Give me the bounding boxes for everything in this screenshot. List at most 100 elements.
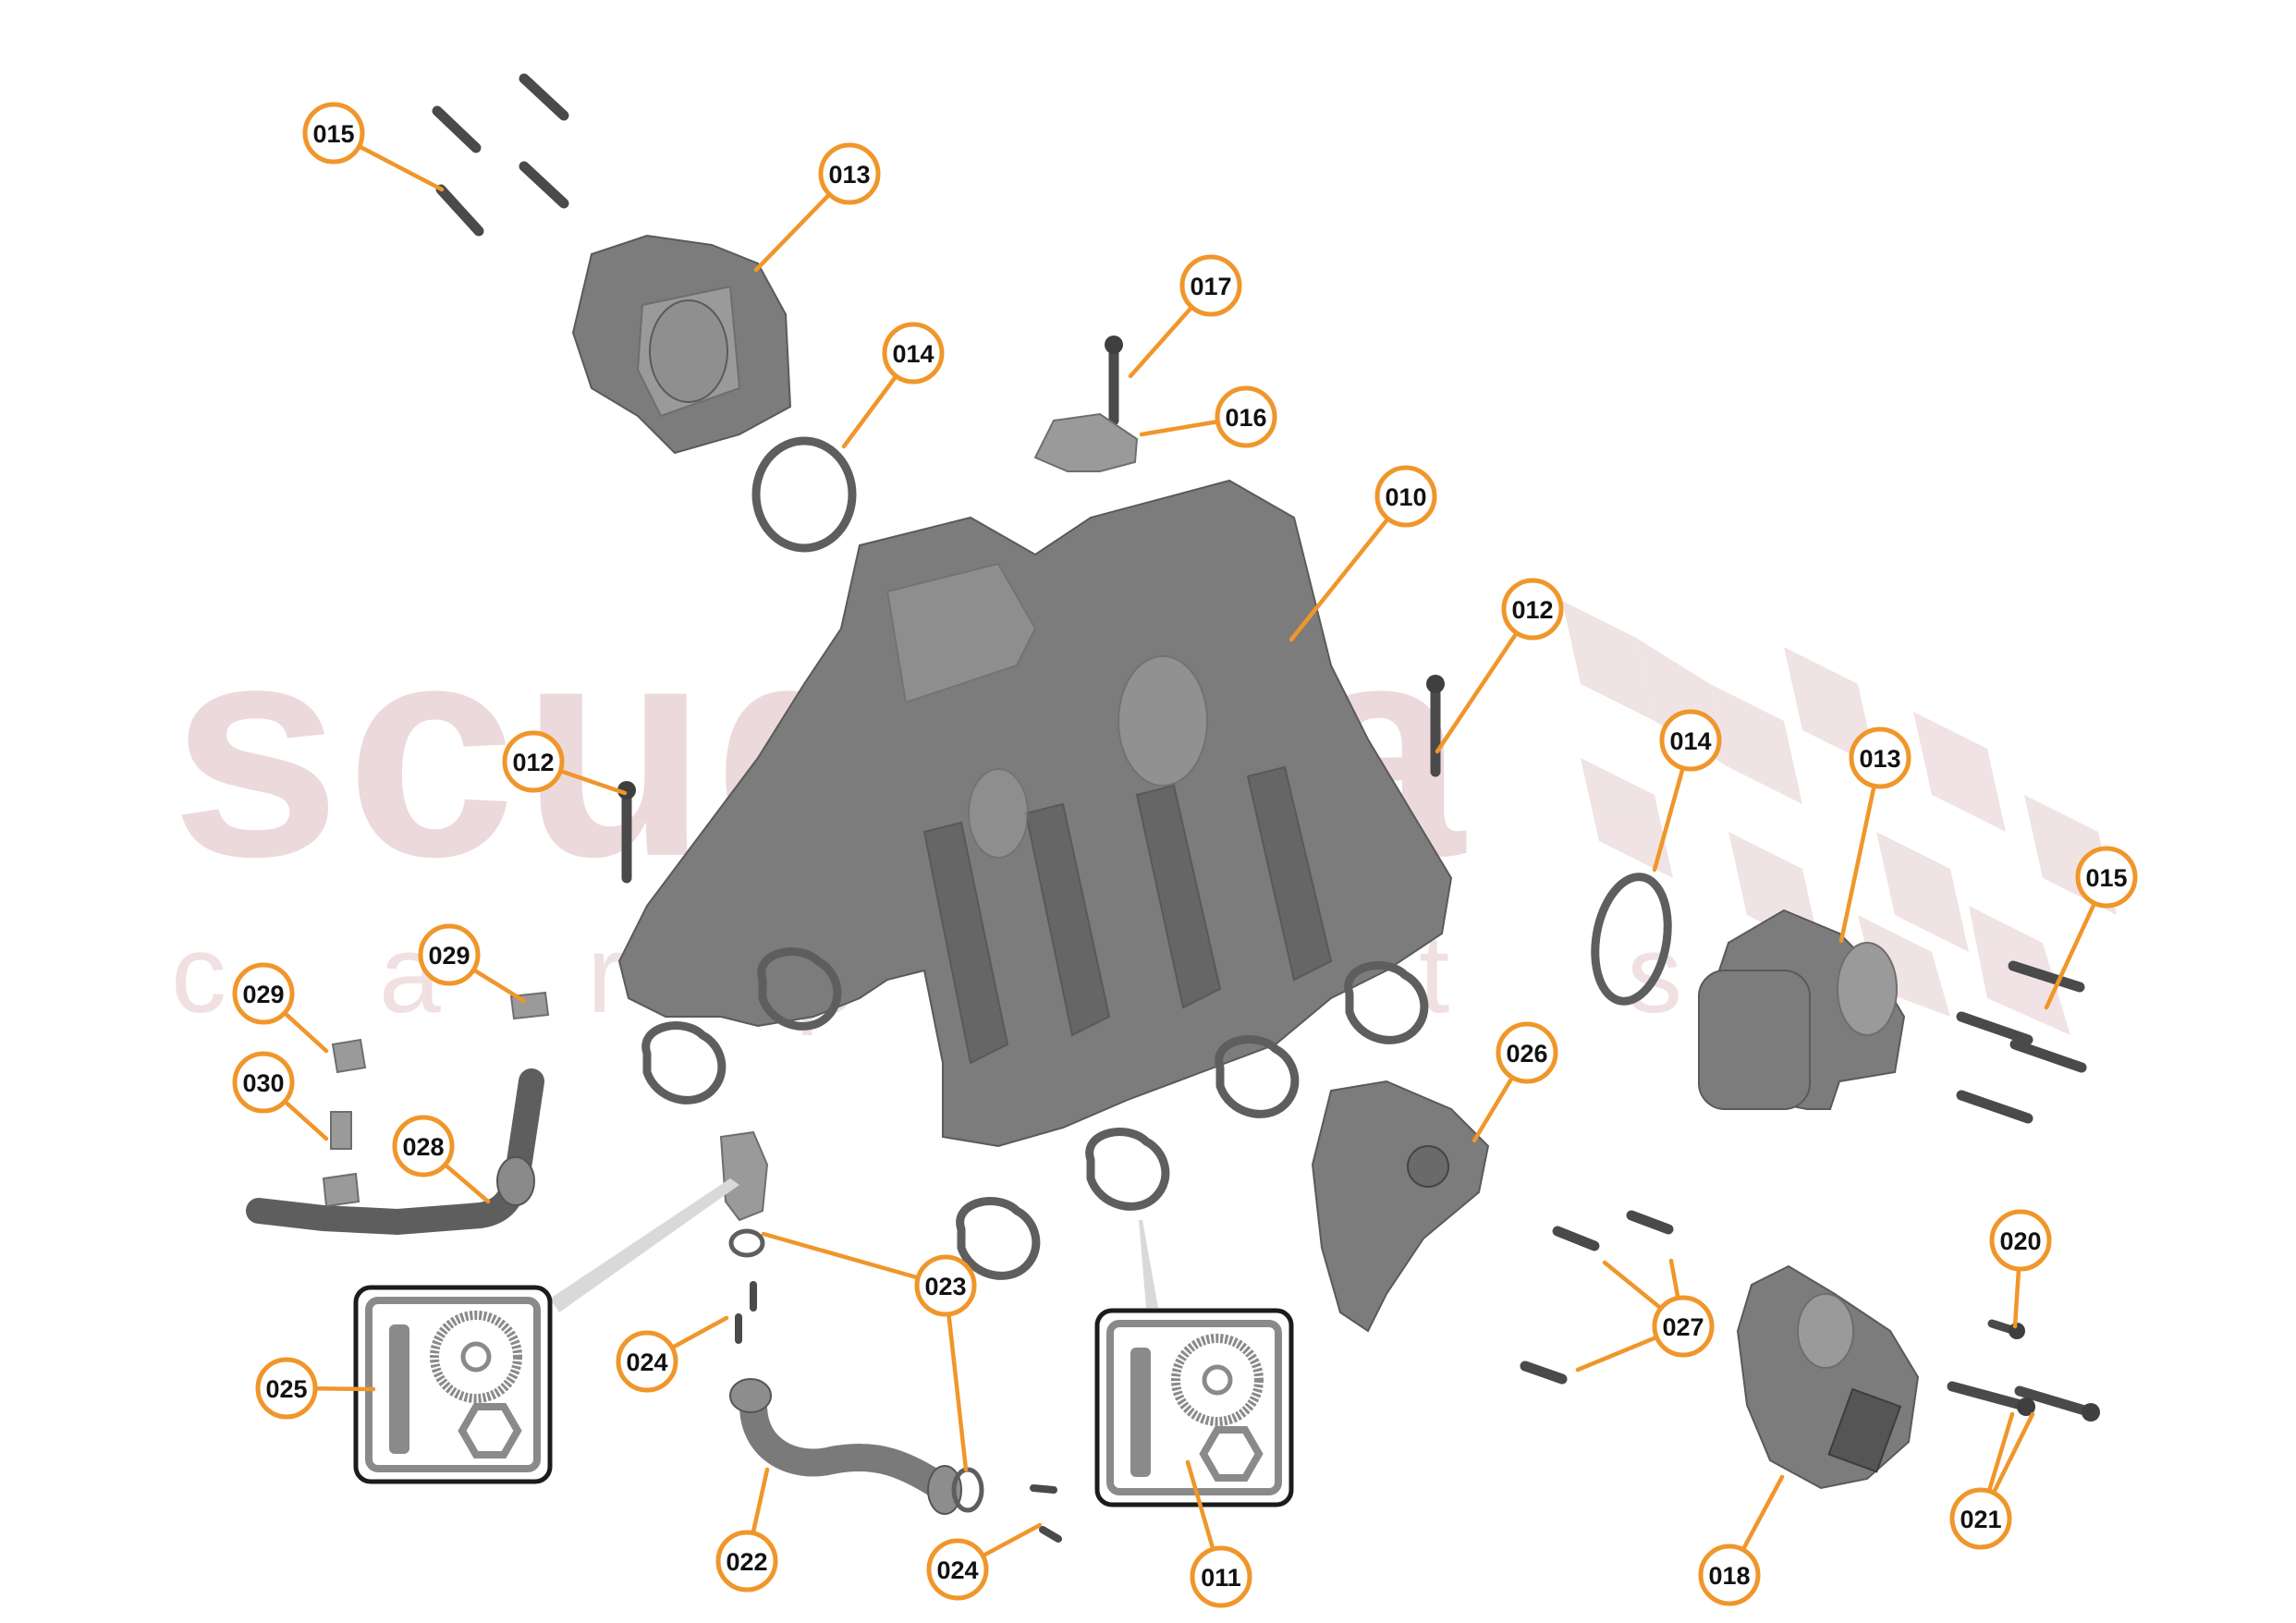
callout-012[interactable]: 012	[1501, 578, 1564, 641]
callout-015[interactable]: 015	[2075, 846, 2138, 909]
callout-number: 021	[1960, 1506, 2001, 1533]
callout-027[interactable]: 027	[1652, 1295, 1715, 1358]
callout-022[interactable]: 022	[715, 1530, 778, 1592]
leader-line-014	[1652, 765, 1685, 873]
clip-part-029-b	[331, 1038, 367, 1074]
callout-029[interactable]: 029	[418, 923, 481, 986]
callout-025[interactable]: 025	[255, 1357, 318, 1420]
leader-line-015	[357, 144, 445, 192]
callout-circle	[1501, 578, 1564, 641]
throttle-body-part-013-top	[571, 234, 792, 455]
callout-circle	[418, 923, 481, 986]
callout-circle	[926, 1538, 989, 1601]
callout-018[interactable]: 018	[1698, 1544, 1761, 1606]
callout-010[interactable]: 010	[1374, 465, 1437, 528]
callout-number: 023	[924, 1273, 966, 1300]
callout-circle	[1215, 385, 1277, 448]
callout-circle	[502, 730, 565, 793]
leader-line-012	[558, 768, 628, 796]
callout-021[interactable]: 021	[1949, 1487, 2012, 1550]
callout-circle	[1949, 1487, 2012, 1550]
callout-circle	[882, 322, 945, 384]
callout-number: 013	[828, 161, 870, 189]
callout-012[interactable]: 012	[502, 730, 565, 793]
callout-circle	[392, 1115, 455, 1178]
watermark-checkered-flag	[1562, 601, 2117, 1035]
bolt-part-012-right	[1426, 675, 1445, 777]
callout-circle	[1190, 1545, 1252, 1608]
callout-circle	[1659, 709, 1722, 772]
callout-labels: 015 013 014 017 016 010 012 012 014 013 015 029 029 0…	[232, 102, 2138, 1608]
hex-nut-icon	[458, 1403, 522, 1458]
callout-circle	[232, 962, 295, 1025]
kit-011-projection	[1139, 1220, 1158, 1308]
leader-line-020	[2012, 1266, 2021, 1329]
callout-016[interactable]: 016	[1215, 385, 1277, 448]
o-ring-part-023-top	[728, 1228, 765, 1258]
callout-circle	[1849, 726, 1911, 789]
leader-line-027	[1602, 1260, 1664, 1311]
callout-number: 022	[726, 1548, 767, 1576]
callout-013[interactable]: 013	[818, 142, 881, 205]
bolts-part-015-right	[1956, 960, 2087, 1124]
callout-number: 027	[1662, 1313, 1704, 1341]
leader-line-012	[1435, 630, 1520, 754]
callout-number: 012	[512, 749, 554, 776]
callout-028[interactable]: 028	[392, 1115, 455, 1178]
callout-number: 011	[1201, 1564, 1241, 1592]
callout-020[interactable]: 020	[1989, 1209, 2052, 1272]
gasket-ring-part-014-top	[751, 436, 857, 553]
callout-circle	[1179, 254, 1242, 317]
callout-number: 029	[242, 981, 284, 1008]
callout-number: 015	[312, 120, 354, 148]
callout-011[interactable]: 011	[1190, 1545, 1252, 1608]
leader-line-011	[1185, 1459, 1215, 1552]
screws-part-024	[735, 1281, 1062, 1543]
leader-line-022	[751, 1467, 770, 1535]
bolts-part-021	[1947, 1381, 2100, 1422]
callout-circle	[616, 1330, 678, 1393]
leader-line-021	[1991, 1411, 2035, 1495]
bolts-part-027	[1520, 1210, 1674, 1385]
callout-number: 015	[2085, 864, 2127, 892]
callout-circle	[1374, 465, 1437, 528]
callout-026[interactable]: 026	[1496, 1021, 1558, 1084]
callout-circle	[818, 142, 881, 205]
callout-number: 030	[242, 1069, 284, 1097]
clamp-part-030	[330, 1111, 352, 1150]
leader-lines	[282, 144, 2097, 1558]
callout-014[interactable]: 014	[1659, 709, 1722, 772]
gasket-ring-part-014-right	[1591, 873, 1672, 1006]
callout-013[interactable]: 013	[1849, 726, 1911, 789]
leader-line-029	[282, 1010, 329, 1054]
leader-line-023	[761, 1231, 921, 1280]
leader-line-010	[1288, 516, 1390, 642]
callout-circle	[715, 1530, 778, 1592]
callout-030[interactable]: 030	[232, 1051, 295, 1114]
callout-024[interactable]: 024	[616, 1330, 678, 1393]
bolt-part-017	[1105, 336, 1123, 426]
callout-circle	[232, 1051, 295, 1114]
callout-017[interactable]: 017	[1179, 254, 1242, 317]
callout-number: 010	[1385, 483, 1426, 511]
leader-line-024	[981, 1522, 1043, 1558]
callout-number: 014	[892, 340, 934, 368]
callout-024[interactable]: 024	[926, 1538, 989, 1601]
gear-icon	[1171, 1334, 1264, 1426]
callout-circle	[255, 1357, 318, 1420]
callout-023[interactable]: 023	[914, 1254, 977, 1317]
callout-circle	[1652, 1295, 1715, 1358]
callout-number: 020	[1999, 1227, 2041, 1255]
bolt-part-012-left	[617, 781, 636, 884]
callout-014[interactable]: 014	[882, 322, 945, 384]
spark-plug-icon	[389, 1324, 409, 1454]
leader-line-026	[1472, 1075, 1515, 1143]
bolts-part-015-top	[432, 73, 569, 237]
callout-015[interactable]: 015	[302, 102, 365, 165]
leader-line-018	[1740, 1474, 1785, 1552]
callout-circle	[914, 1254, 977, 1317]
callout-029[interactable]: 029	[232, 962, 295, 1025]
intake-manifold-part-010	[617, 479, 1453, 1148]
callout-number: 016	[1225, 404, 1266, 432]
parts-kit-box-kit025	[353, 1285, 553, 1484]
